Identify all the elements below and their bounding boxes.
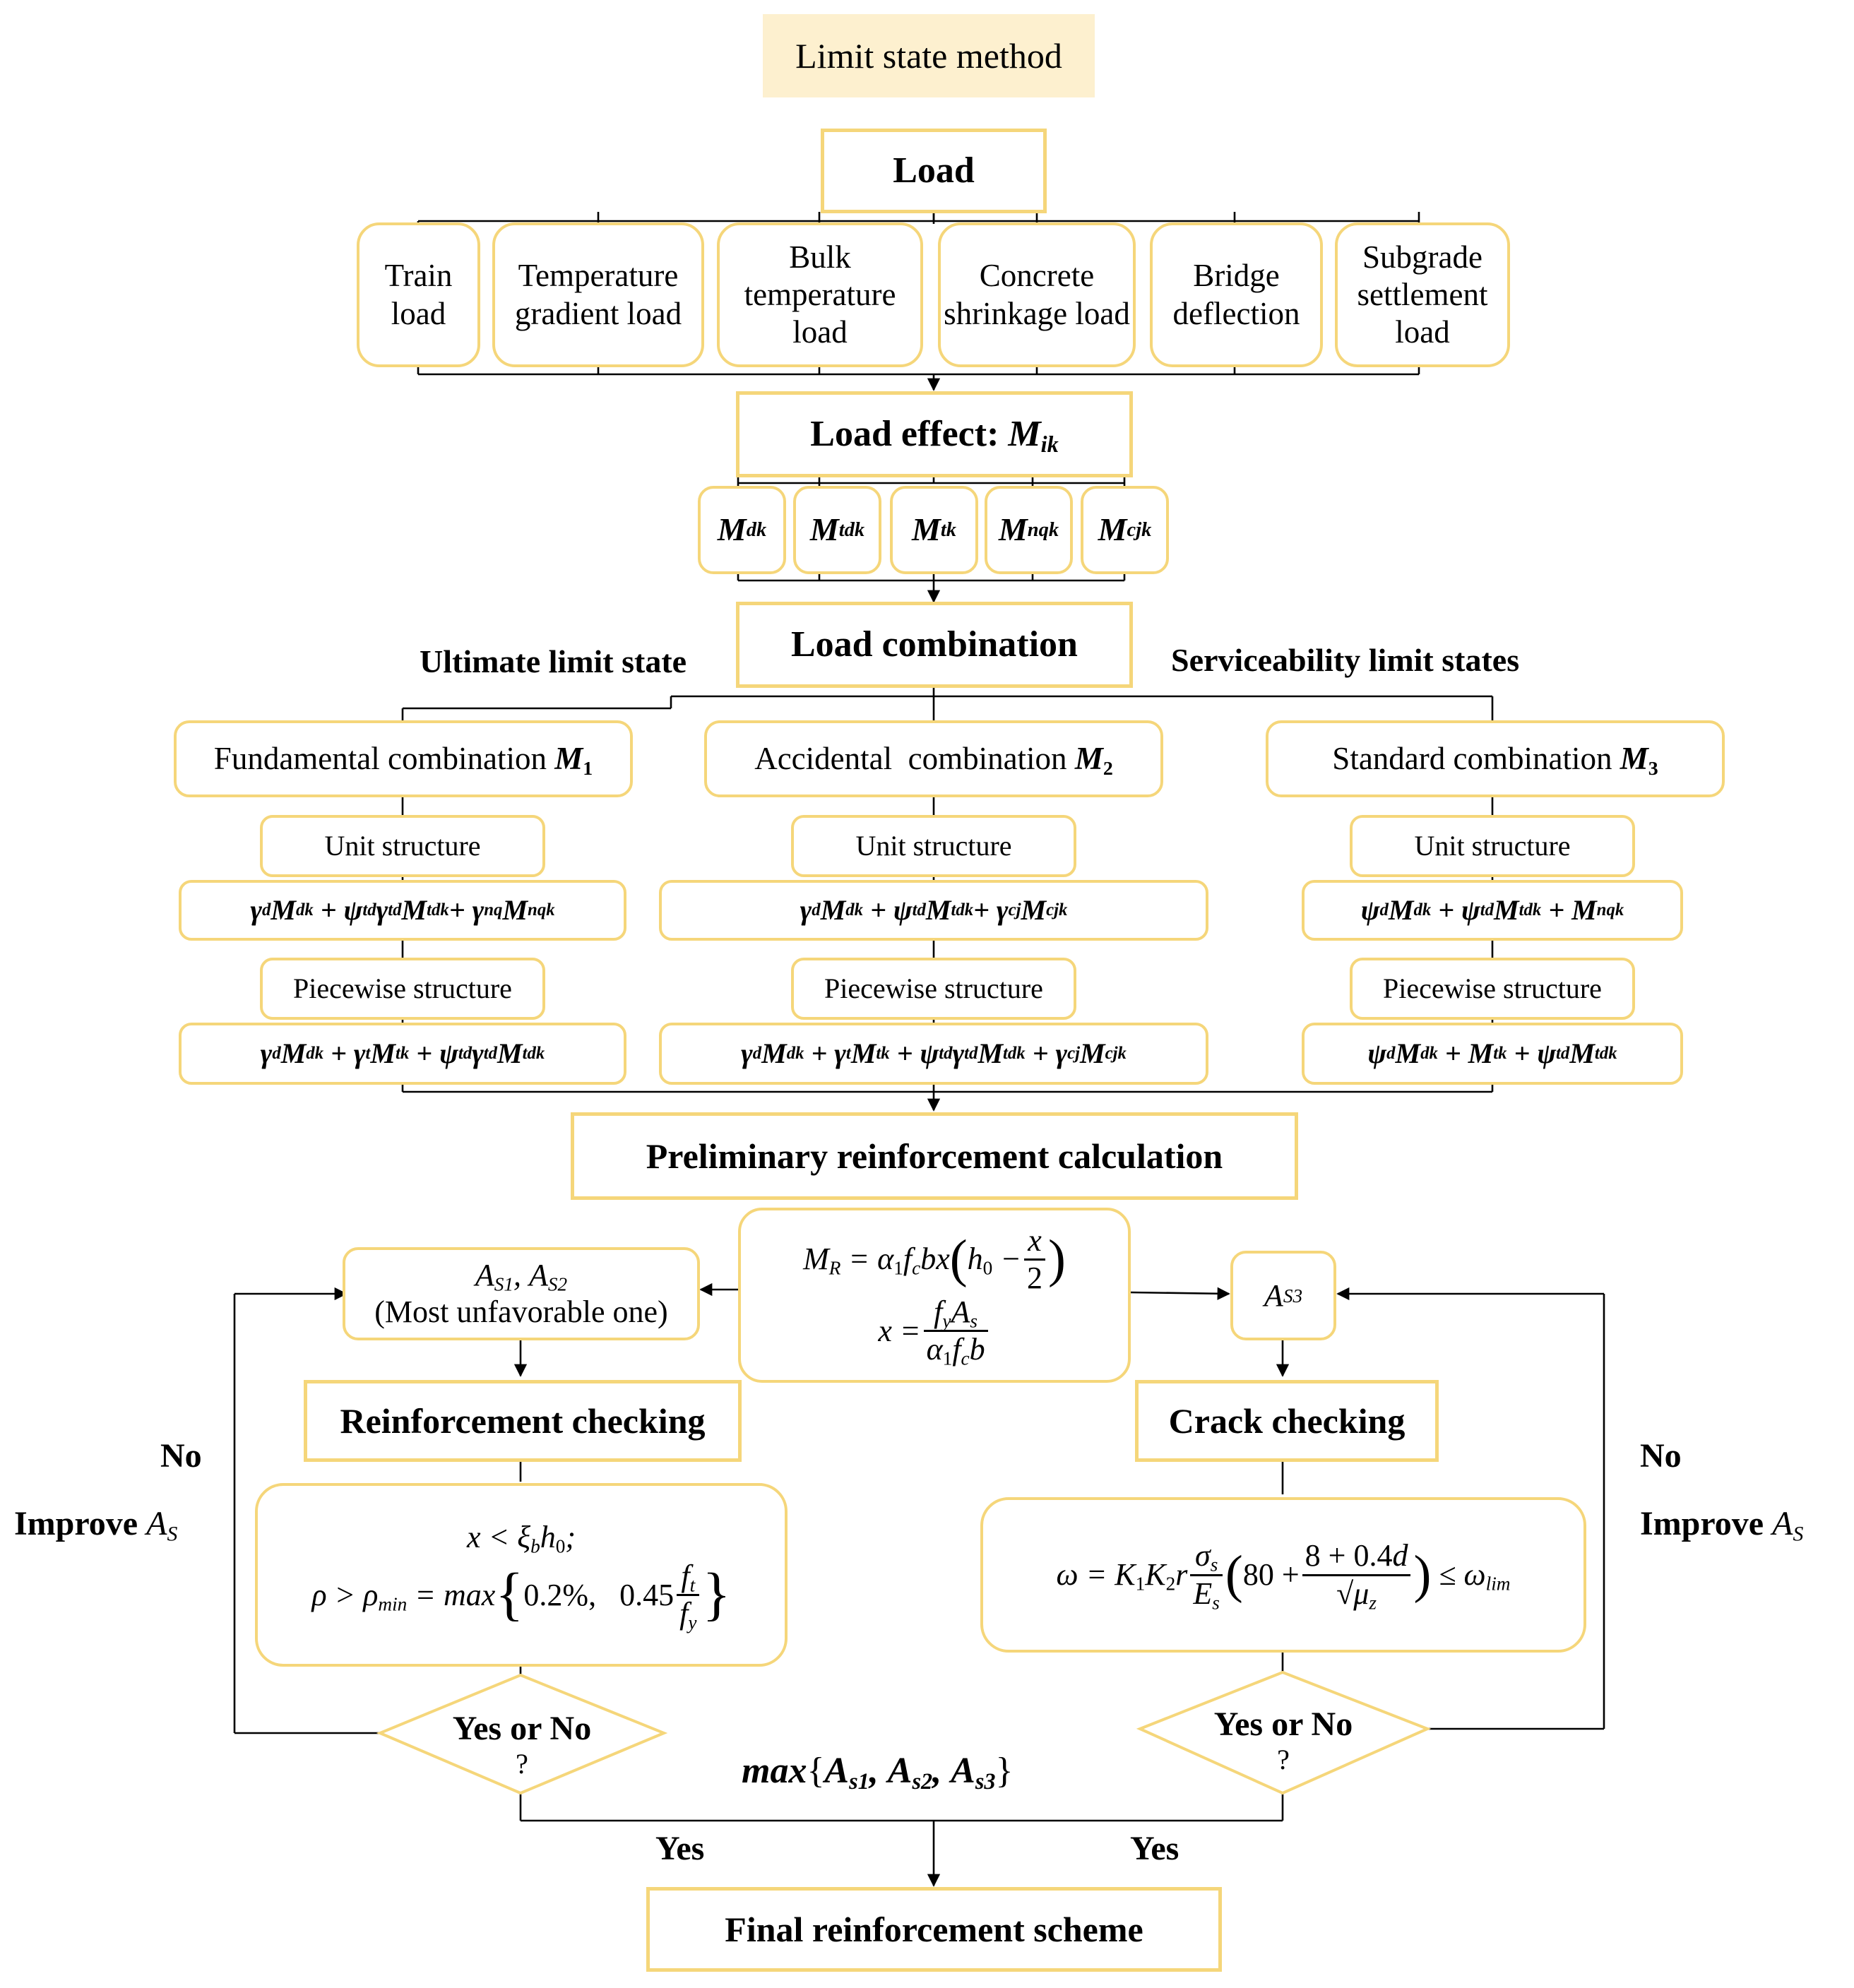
title-text: Limit state method bbox=[795, 35, 1062, 76]
ultimate-limit-state-label: Ultimate limit state bbox=[420, 643, 687, 679]
unit-structure-box-middle: Unit structure bbox=[791, 815, 1076, 877]
improve-as-label-left: Improve AS bbox=[14, 1505, 178, 1546]
as1-as2-symbols: AS1, AS2 bbox=[475, 1258, 568, 1295]
load-type-bridge-deflection: Bridge deflection bbox=[1150, 222, 1323, 367]
no-label-left: No bbox=[160, 1437, 202, 1475]
final-scheme-box: Final reinforcement scheme bbox=[646, 1887, 1222, 1972]
load-text: Load bbox=[893, 150, 975, 191]
preliminary-calculation-box: Preliminary reinforcement calculation bbox=[571, 1112, 1298, 1200]
load-type-temperature-gradient: Temperature gradient load bbox=[492, 222, 704, 367]
reinforcement-criteria-box: x < ξbh0; ρ > ρmin = max { 0.2%, 0.45 ft… bbox=[255, 1483, 788, 1667]
piecewise-structure-box-right: Piecewise structure bbox=[1350, 958, 1635, 1020]
reinforcement-checking-box: Reinforcement checking bbox=[304, 1380, 742, 1462]
as1-as2-box: AS1, AS2 (Most unfavorable one) bbox=[343, 1247, 700, 1340]
load-type-train: Train load bbox=[357, 222, 480, 367]
decision-right-label: Yes or No ? bbox=[1213, 1706, 1353, 1776]
unit-structure-box-right: Unit structure bbox=[1350, 815, 1635, 877]
decision-diamond-left bbox=[376, 1673, 668, 1795]
unit-structure-box-left: Unit structure bbox=[260, 815, 545, 877]
as1-as2-note: (Most unfavorable one) bbox=[374, 1294, 668, 1329]
m-ik-symbol: Mik bbox=[1008, 414, 1059, 458]
standard-combination-box: Standard combination M3 bbox=[1266, 720, 1725, 797]
decision-diamond-right bbox=[1136, 1670, 1432, 1795]
load-combination-box: Load combination bbox=[736, 602, 1133, 688]
load-effect-text: Load effect: bbox=[810, 414, 999, 455]
decision-left-label: Yes or No ? bbox=[452, 1710, 592, 1780]
piecewise-structure-box-left: Piecewise structure bbox=[260, 958, 545, 1020]
load-type-bulk-temperature: Bulk temperature load bbox=[717, 222, 923, 367]
load-type-concrete-shrinkage: Concrete shrinkage load bbox=[938, 222, 1136, 367]
accidental-combination-box: Accidental combination M2 bbox=[704, 720, 1163, 797]
load-box: Load bbox=[821, 129, 1047, 213]
piecewise-structure-box-middle: Piecewise structure bbox=[791, 958, 1076, 1020]
crack-checking-box: Crack checking bbox=[1135, 1380, 1439, 1462]
title-box: Limit state method bbox=[763, 14, 1095, 97]
serviceability-limit-states-label: Serviceability limit states bbox=[1171, 642, 1520, 678]
max-as-label: max{As1, As2, As3} bbox=[742, 1751, 1014, 1794]
load-type-subgrade-settlement: Subgrade settlement load bbox=[1335, 222, 1510, 367]
load-effect-box: Load effect: Mik bbox=[736, 391, 1133, 477]
fundamental-combination-box: Fundamental combination M1 bbox=[174, 720, 633, 797]
x-limit-formula: x < ξbh0; bbox=[467, 1520, 576, 1557]
yes-label-left: Yes bbox=[655, 1830, 705, 1867]
yes-label-right: Yes bbox=[1130, 1830, 1179, 1867]
no-label-right: No bbox=[1640, 1437, 1682, 1475]
improve-as-label-right: Improve AS bbox=[1640, 1505, 1804, 1546]
